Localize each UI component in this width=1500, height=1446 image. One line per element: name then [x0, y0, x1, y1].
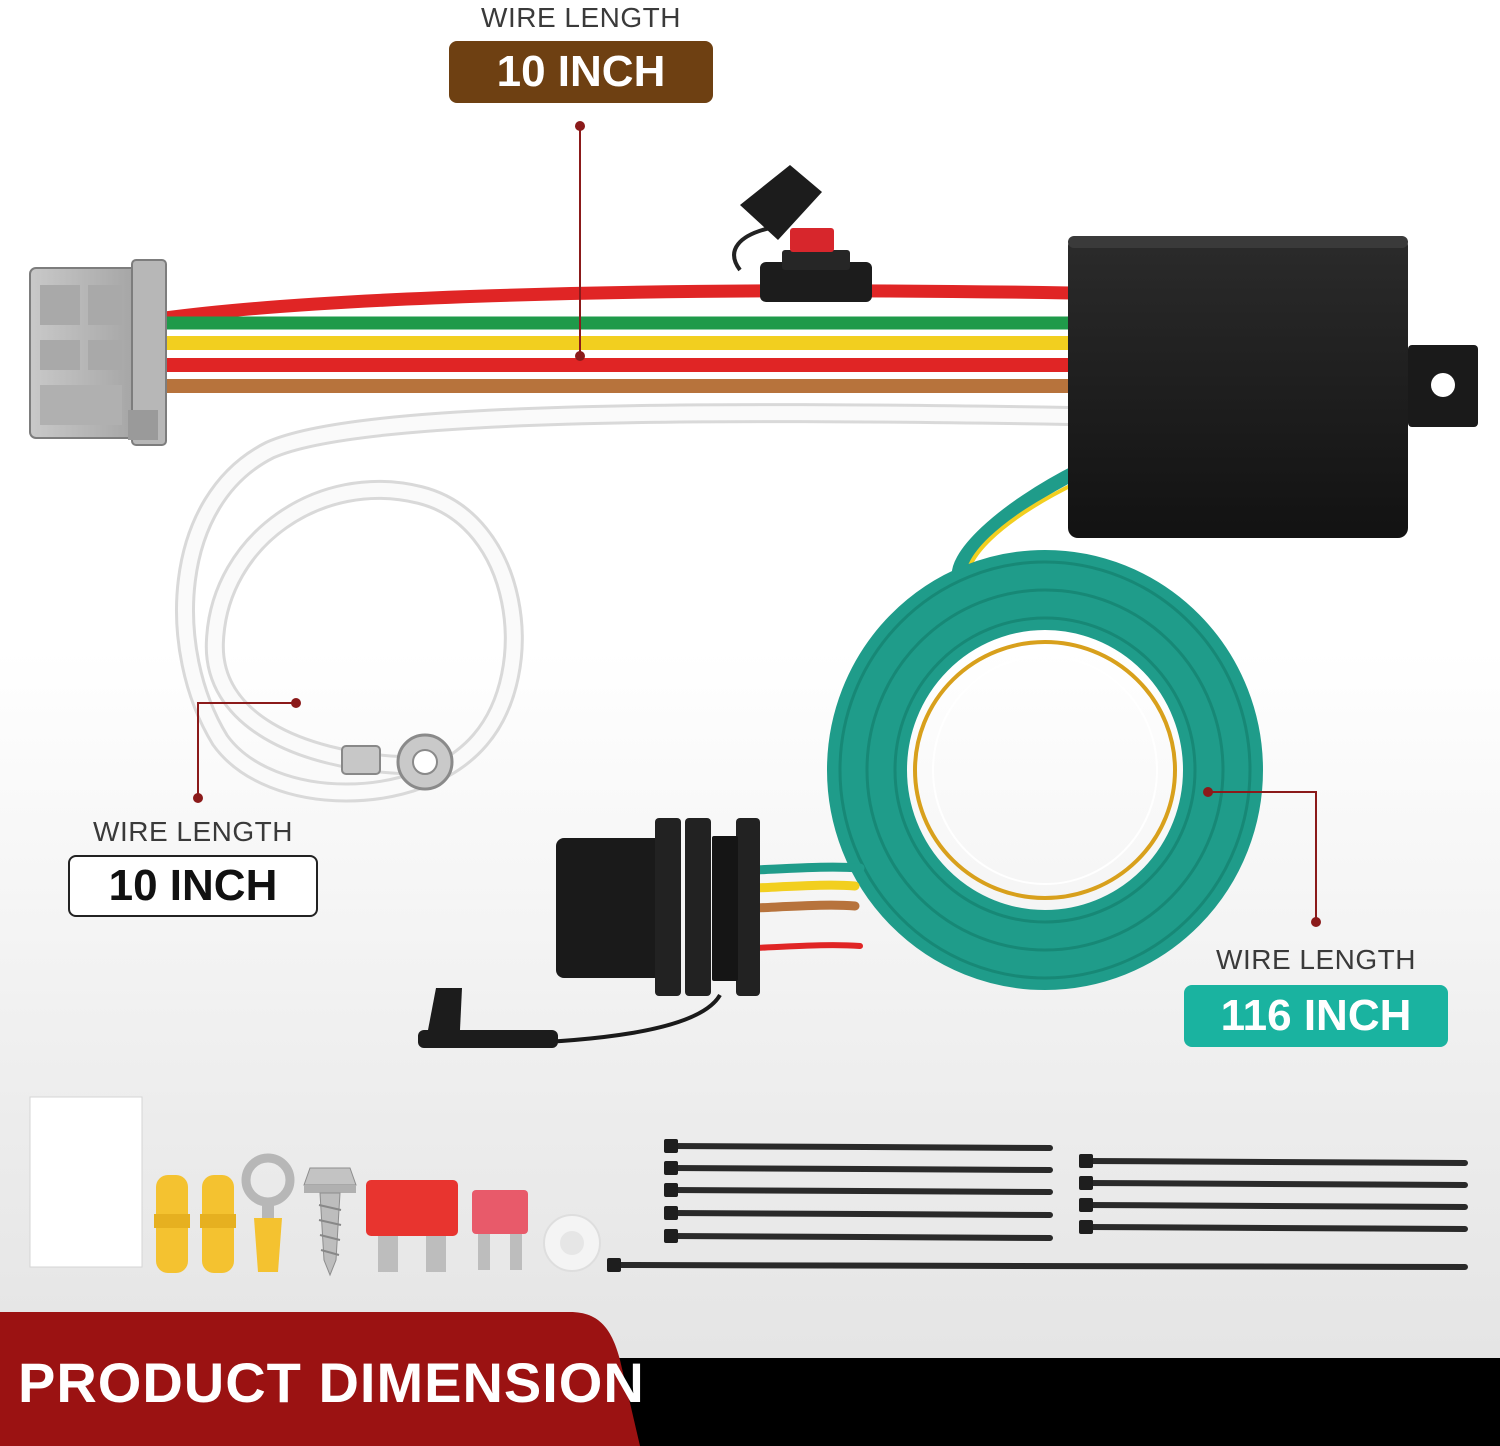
wire-coil — [827, 463, 1263, 990]
ring-terminal-connector — [241, 1153, 295, 1272]
converter-module-box — [1068, 236, 1478, 538]
self-tapping-screw — [303, 1167, 357, 1277]
atx-fuse — [366, 1180, 458, 1272]
callout-caption: WIRE LENGTH — [93, 816, 293, 847]
mini-fuse — [472, 1190, 528, 1270]
butt-connector — [154, 1175, 190, 1273]
nylon-washer — [543, 1214, 601, 1272]
cable-ties — [612, 1143, 1468, 1270]
inline-fuse-holder — [732, 165, 872, 302]
callout-leaders — [197, 126, 1317, 922]
wire-length-badge: 10 INCH — [68, 855, 318, 917]
trailer-4-flat-connector — [418, 818, 760, 1048]
wire-length-badge: 116 INCH — [1184, 985, 1448, 1047]
adhesive-pad — [29, 1096, 143, 1268]
butt-connector — [200, 1175, 236, 1273]
bottom-banner — [0, 1312, 1500, 1446]
accessories — [29, 1096, 601, 1277]
vehicle-connector-plug — [29, 259, 167, 446]
harness-wires — [158, 284, 1077, 393]
wire-length-badge: 10 INCH — [449, 41, 713, 103]
callout-caption: WIRE LENGTH — [1216, 944, 1416, 975]
callout-caption: WIRE LENGTH — [481, 2, 681, 33]
ring-terminal — [396, 733, 454, 791]
flat-connector-wires — [750, 862, 865, 951]
banner-title: PRODUCT DIMENSION — [18, 1351, 645, 1414]
callout-dots — [193, 121, 1321, 927]
cable-tie-heads — [607, 1139, 1093, 1272]
